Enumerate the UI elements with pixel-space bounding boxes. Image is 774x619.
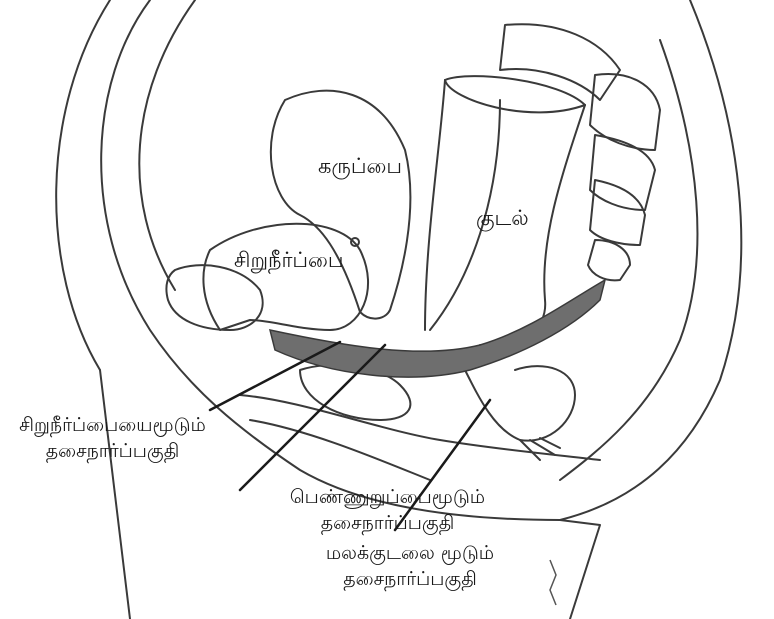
uterus-label: கருப்பை bbox=[318, 154, 403, 178]
bladder-muscle-callout-line2: தசைநார்ப்பகுதி bbox=[45, 440, 180, 462]
rectal-muscle-callout-line1: மலக்குடலை மூடும் bbox=[325, 542, 495, 564]
bladder-label: சிறுநீர்ப்பை bbox=[234, 248, 344, 272]
rectal-muscle-callout: மலக்குடலை மூடும் தசைநார்ப்பகுதி bbox=[305, 540, 515, 592]
bowel-label: குடல் bbox=[476, 206, 529, 230]
bladder-muscle-callout-line1: சிறுநீர்ப்பையைமூடும் bbox=[19, 414, 206, 436]
rectal-muscle-callout-line2: தசைநார்ப்பகுதி bbox=[343, 568, 477, 590]
vaginal-muscle-callout-line1: பெண்ணுறுப்பைமூடும் bbox=[289, 486, 486, 508]
vaginal-muscle-callout: பெண்ணுறுப்பைமூடும் தசைநார்ப்பகுதி bbox=[270, 484, 505, 536]
vaginal-muscle-callout-line2: தசைநார்ப்பகுதி bbox=[320, 512, 455, 534]
bladder-muscle-callout: சிறுநீர்ப்பையைமூடும் தசைநார்ப்பகுதி bbox=[0, 412, 225, 464]
pelvic-floor-muscle-band bbox=[268, 278, 607, 378]
